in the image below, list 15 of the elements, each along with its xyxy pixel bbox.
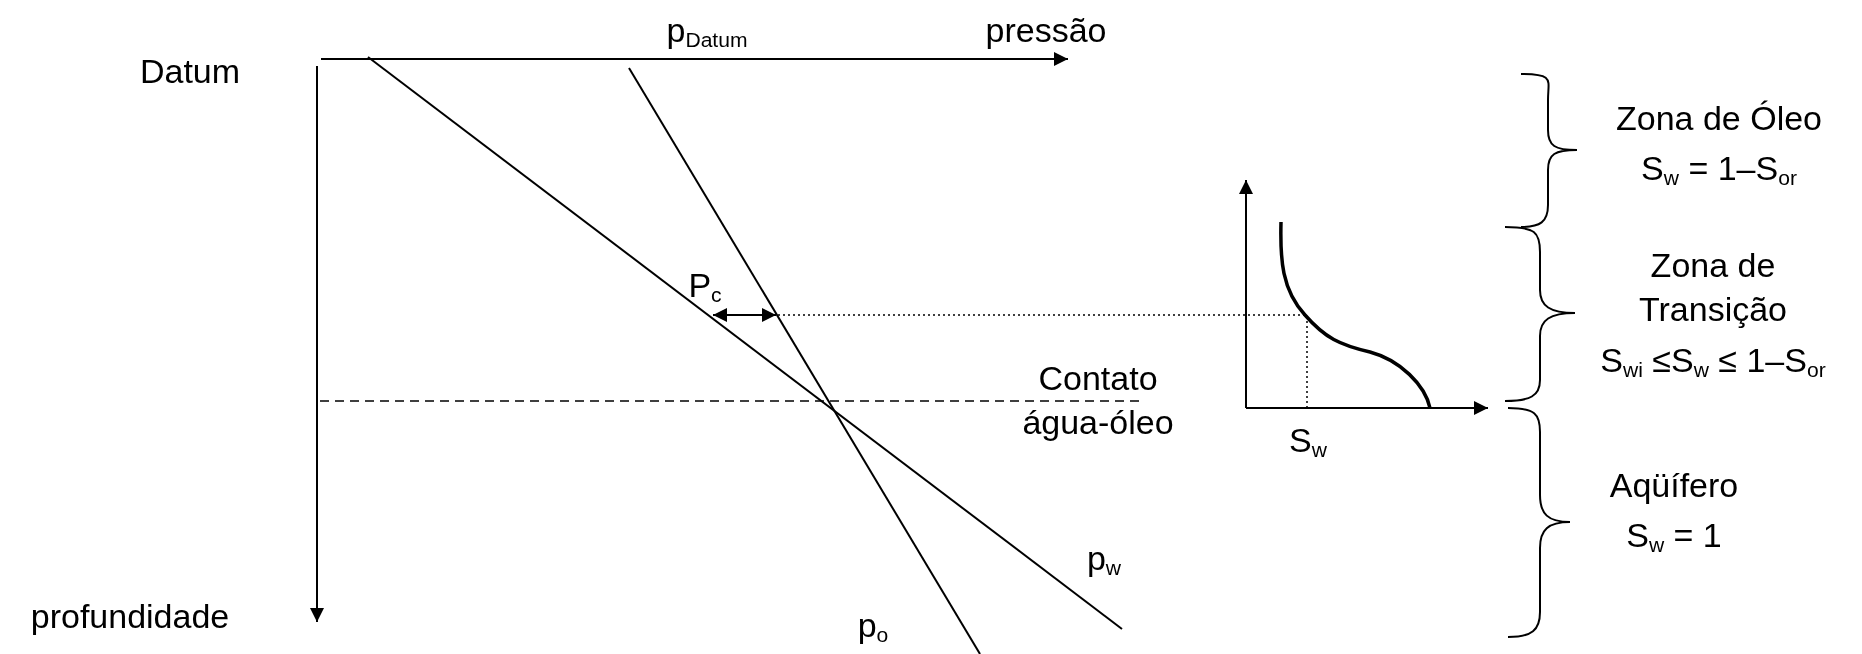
axis-label: pressão	[985, 9, 1107, 51]
pressure-symbol: p$_{Datum}$	[666, 9, 748, 53]
axis-label: profundidade	[30, 595, 230, 637]
formula-label: S$_{w}$ = 1–S$_{or}$	[1641, 147, 1797, 191]
formula-label: S$_{w}$ = 1	[1626, 514, 1722, 558]
pressure-symbol: P$_{c}$	[688, 264, 722, 308]
formula-label: S$_{wi}$ ≤S$_{w}$ ≤ 1–S$_{or}$	[1600, 339, 1826, 383]
zone-label: Aqüífero	[1609, 464, 1739, 506]
zone-label: Zona de Transição	[1638, 244, 1788, 330]
pressure-symbol: p$_{w}$	[1086, 537, 1122, 581]
axis-label: S$_{w}$	[1289, 419, 1327, 463]
axis-label: Datum	[139, 50, 241, 92]
zone-label: Zona de Óleo	[1616, 97, 1822, 139]
pressure-symbol: p$_{o}$	[857, 604, 889, 648]
contact-label: Contato água-óleo	[1021, 357, 1175, 443]
